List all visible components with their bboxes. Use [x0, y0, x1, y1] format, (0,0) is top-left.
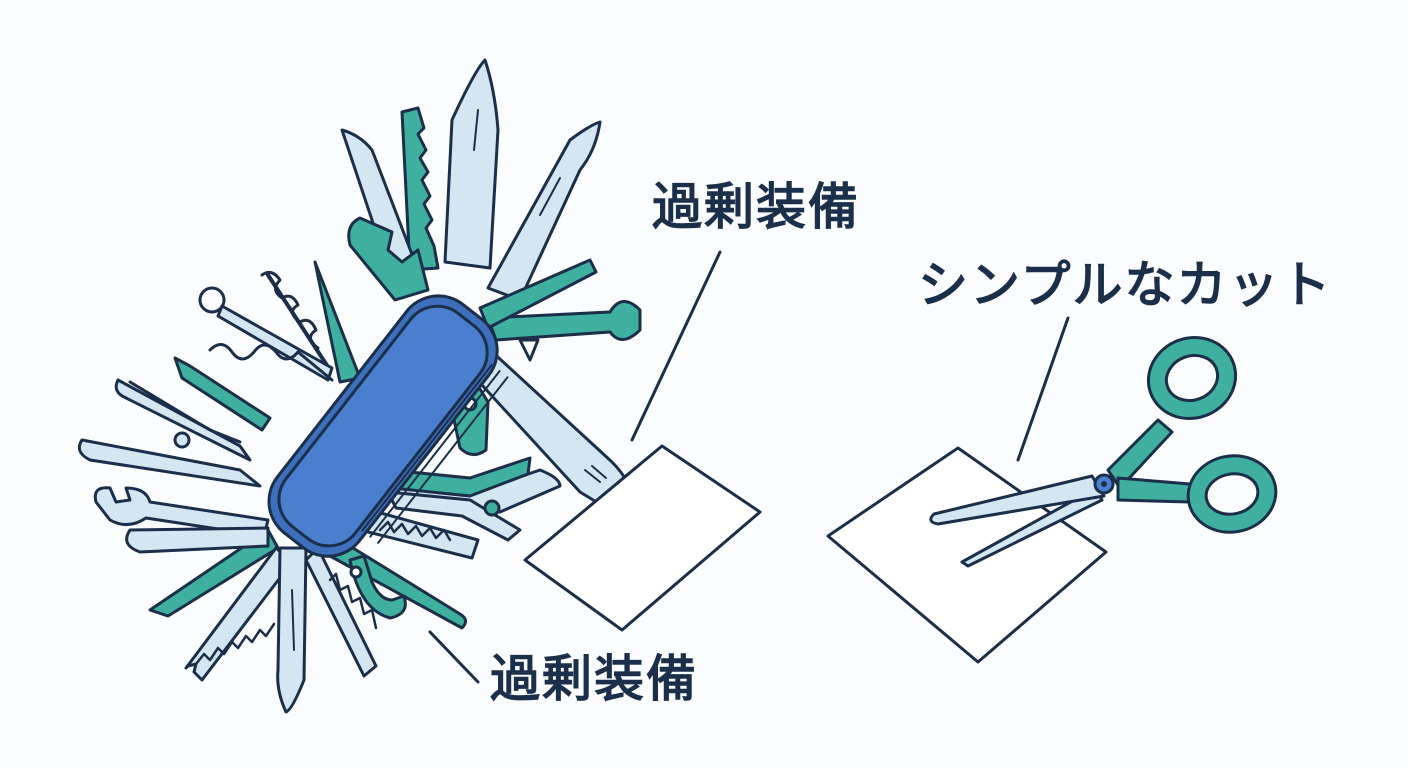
overkill-label-top: 過剰装備 — [652, 178, 860, 236]
simple-cut-label: シンプルなカット — [918, 256, 1333, 314]
overkill-label-bottom: 過剰装備 — [490, 650, 698, 708]
scissors-icon — [929, 336, 1278, 568]
multi-tool-knife-icon — [77, 58, 642, 714]
